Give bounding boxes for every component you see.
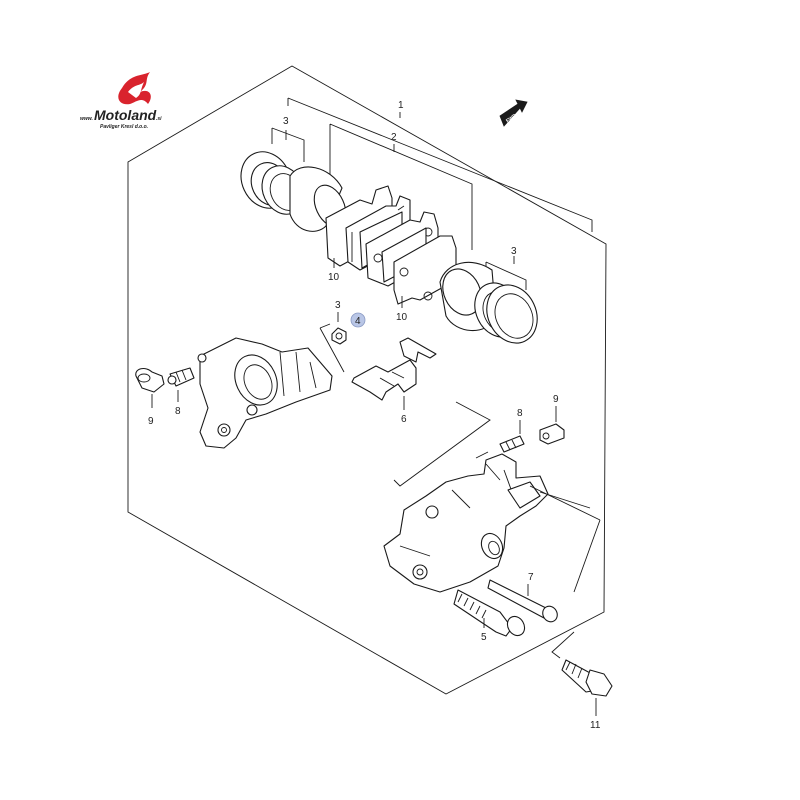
callout-6: 6	[401, 414, 407, 425]
callout-1: 1	[398, 100, 404, 111]
logo-tagline: Pavliger Kresl d.o.o.	[100, 124, 148, 130]
lower-bracket-guide-1	[475, 451, 601, 593]
callout-5: 5	[481, 632, 487, 643]
seal-small	[331, 327, 347, 345]
bolt-11-guide	[551, 631, 575, 659]
lower-bracket-guide-2	[539, 491, 591, 509]
caliper-body-upper	[197, 337, 333, 449]
bleeder-screw-lower	[499, 435, 525, 453]
callout-11: 11	[590, 720, 601, 731]
callout-10-right: 10	[396, 312, 408, 323]
logo-name: Motoland	[94, 107, 157, 123]
bracket-1	[287, 97, 593, 232]
callout-4[interactable]: 4	[355, 316, 361, 327]
callout-9-upper: 9	[148, 416, 154, 427]
upper-caliper-guide	[319, 323, 345, 373]
assembly-frame	[127, 65, 607, 695]
callout-8-lower: 8	[517, 408, 523, 419]
slide-pin-bolt	[453, 589, 526, 637]
callout-9-lower: 9	[553, 394, 559, 405]
logo-domain: .si	[156, 116, 162, 122]
bracket-2	[329, 123, 473, 250]
callout-3-upper: 3	[283, 116, 289, 127]
callout-2: 2	[391, 132, 397, 143]
mounting-bolt	[561, 659, 613, 697]
callout-3-lower: 3	[335, 300, 341, 311]
callout-10-left: 10	[328, 272, 340, 283]
bleeder-screw-upper	[167, 367, 195, 387]
motoland-logo: www. Motoland .si Pavliger Kresl d.o.o.	[80, 72, 162, 130]
caliper-bracket-lower	[383, 453, 549, 593]
bleeder-cap-lower	[539, 423, 565, 445]
piston-seal-right	[474, 282, 538, 344]
fwd-label: FWD	[505, 113, 518, 125]
callout-3-right: 3	[511, 246, 517, 257]
highlight-part-4[interactable]	[350, 312, 366, 328]
callout-7: 7	[528, 572, 534, 583]
bleeder-cap-upper	[135, 367, 165, 393]
pad-pin	[487, 579, 558, 623]
bracket-3-upper	[271, 127, 305, 162]
logo-url-prefix: www.	[80, 116, 93, 122]
pad-spring	[351, 337, 437, 401]
lower-assembly-guide	[393, 401, 491, 487]
forward-direction-arrow-icon: FWD	[499, 99, 528, 127]
callout-8-upper: 8	[175, 406, 181, 417]
